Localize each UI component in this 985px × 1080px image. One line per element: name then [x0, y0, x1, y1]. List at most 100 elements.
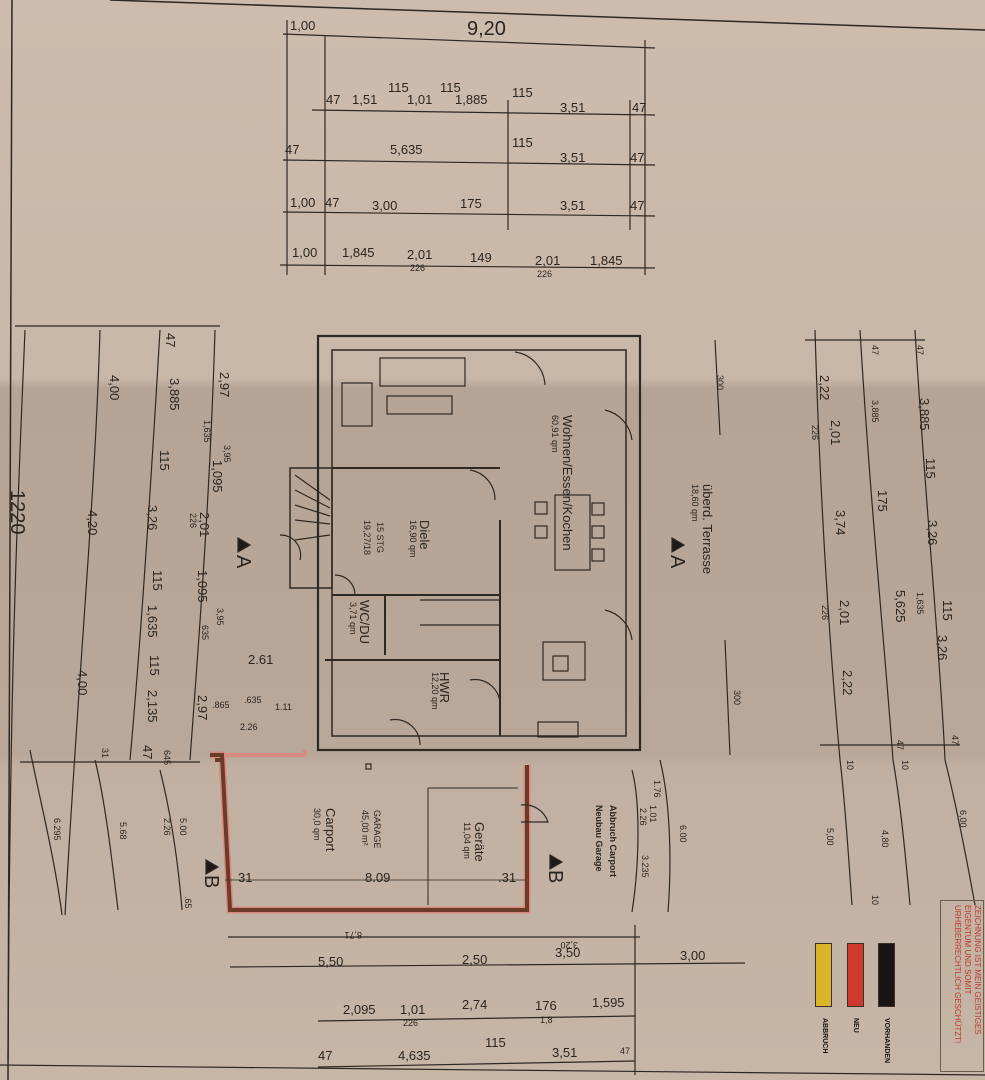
- dim-left-r3-7: 3,95: [215, 608, 225, 626]
- dim-right-r2-3: 5,625: [893, 590, 908, 623]
- room-label-terrasse: überd. Terrasse: [700, 484, 715, 575]
- dim-top-r2-1: 5,635: [390, 142, 423, 157]
- dim-right-r2-0: 47: [870, 345, 880, 356]
- dim-left-lower-3: 5.00: [178, 818, 188, 836]
- dim-right-r2-4: 47: [895, 740, 905, 751]
- dim-left-r2-7: 2,135: [145, 690, 160, 723]
- dim-bottom-r2-1: 1,01: [400, 1002, 426, 1017]
- dim-right-r1-1: 3,885: [917, 398, 932, 431]
- dim-right-r3-6: 2,22: [840, 670, 855, 696]
- dim-left-outer-1: 4,20: [85, 510, 100, 536]
- dim-top-r1-8: 47: [632, 100, 647, 115]
- dim-terrace-300-top: 300: [715, 375, 725, 391]
- dim-left-outer-0: 4,00: [107, 375, 122, 401]
- dim-garage-right-0: 1.76: [652, 780, 662, 798]
- dim-garage-right-2: 2.26: [638, 808, 648, 826]
- dim-left-r2-0: 47: [163, 333, 178, 348]
- dim-right-r1-3: 3,26: [925, 520, 940, 546]
- dim-left-r3-4: 2,01: [197, 512, 212, 538]
- room-area-wohnen: 60,91 qm: [550, 415, 560, 453]
- dim-bottom-r0-0: 8,71: [344, 930, 362, 940]
- section-a-left: A: [232, 555, 254, 569]
- dim-right-r3-1: 2,01: [828, 420, 843, 446]
- dim-right-r2-1: 3,885: [870, 400, 880, 423]
- dim-right-r3-8: 5,00: [825, 828, 835, 846]
- legend-label-neu: NEU: [852, 1018, 859, 1033]
- dim-garage-right-3: 3.235: [640, 855, 650, 878]
- dim-left-r2-6: 115: [147, 655, 162, 676]
- room-area-garage: 45,00 m²: [360, 810, 370, 846]
- section-b-left: B: [200, 875, 222, 889]
- dim-left-lower-2: 31: [100, 748, 110, 759]
- dim-top-r4-7: 1,845: [590, 253, 623, 268]
- dim-right-r1-7: 47: [950, 735, 960, 746]
- dim-bottom-r1-1: 2,50: [462, 952, 488, 967]
- dim-bottom-r2-5: 1,8: [540, 1015, 553, 1025]
- dim-garage-right-4: 6.00: [678, 825, 688, 843]
- dim-right-r3-0: 2,22: [817, 375, 832, 401]
- note-neubau-garage: Neubau Garage: [594, 805, 604, 872]
- dim-top-r2-0: 47: [285, 142, 300, 157]
- room-area-terrasse: 18,60 qm: [690, 484, 700, 522]
- dim-left-r2-1: 3,885: [167, 378, 182, 411]
- dim-left-r3-9: 2,97: [195, 695, 210, 721]
- dim-top-r4-4: 149: [470, 250, 492, 265]
- dim-bottom-r2-3: 2,74: [462, 997, 488, 1012]
- dim-left-r3-1: 1,635: [202, 420, 212, 443]
- dim-bottom-r2-0: 2,095: [343, 1002, 376, 1017]
- section-b-right: B: [544, 870, 566, 884]
- dim-interior-865: .865: [212, 700, 230, 710]
- room-area-carport: 30,0 qm: [312, 808, 322, 841]
- room-label-wc: WC/DU: [357, 600, 372, 645]
- dim-left-r3-3: 1,095: [210, 460, 225, 493]
- dim-right-r2-2: 175: [875, 490, 890, 512]
- dim-left-outer-2: 4,00: [75, 670, 90, 696]
- copyright-line-2: EIGENTUM UND SOMIT: [963, 905, 972, 995]
- dim-bottom-r3-2: 115: [485, 1035, 506, 1050]
- dim-right-r3-4: 2,01: [837, 600, 852, 626]
- dim-left-r2-4: 115: [150, 570, 165, 591]
- dim-garage-right-1: 1.01: [648, 805, 658, 823]
- dim-right-r1-4: 1,635: [915, 592, 925, 615]
- dim-interior-1-11: 1.11: [275, 702, 292, 712]
- dim-top-r1-2: 115: [388, 80, 409, 95]
- dim-interior-2-26: 2.26: [240, 722, 258, 732]
- dim-left-lower-6: .65: [183, 896, 193, 909]
- dim-right-r1-6: 3,26: [935, 635, 950, 661]
- dim-garage-31-right: .31: [498, 870, 517, 885]
- dim-left-lower-4: 2.26: [162, 818, 172, 836]
- dim-bottom-r3-1: 4,635: [398, 1048, 431, 1063]
- dim-top-r1-0: 47: [326, 92, 341, 107]
- dim-left-r2-8: 47: [140, 745, 155, 760]
- copyright-line-3: URHEBERRECHTLICH GESCHÜTZT!: [953, 905, 962, 1044]
- room-label-diele: Diele: [417, 520, 432, 550]
- dim-bottom-r3-4: 47: [620, 1046, 631, 1056]
- dim-right-r1-5: 115: [940, 600, 955, 621]
- dim-top-r1-7: 3,51: [560, 100, 586, 115]
- dim-top-r3-3: 175: [460, 196, 482, 211]
- dim-top-r1-6: 115: [512, 85, 533, 100]
- dim-left-r3-8: 635: [200, 625, 210, 641]
- dim-right-r3-5: 226: [820, 605, 830, 621]
- dim-right-r2-6: 4,80: [880, 830, 890, 848]
- room-area-hwr: 12,20 qm: [430, 672, 440, 710]
- dim-left-r3-6: 1,095: [195, 570, 210, 603]
- dim-bottom-r2-6: 1,595: [592, 995, 625, 1010]
- copyright-line-1: ZEICHNUNG IST MEIN GEISTIGES: [973, 905, 982, 1035]
- note-abbruch-carport: Abbruch Carport: [608, 805, 618, 877]
- dim-bottom-r1-3: 3,00: [680, 948, 706, 963]
- legend-swatch-neu: [847, 943, 864, 1007]
- room-label-wohnen: Wohnen/Essen/Kochen: [560, 415, 575, 551]
- dim-top-r4-6: 226: [537, 269, 553, 279]
- stair-rise-run: 19,27/18: [362, 520, 372, 556]
- dim-top-r1-5: 1,885: [455, 92, 488, 107]
- dim-top-r3-2: 3,00: [372, 198, 398, 213]
- dim-right-r1-2: 115: [923, 458, 938, 479]
- room-label-carport: Carport: [323, 808, 338, 852]
- dim-left-overall: 1220: [6, 490, 28, 535]
- stair-steps: 15 STG: [375, 522, 385, 554]
- dim-left-r3-5: 226: [188, 513, 198, 529]
- dim-left-lower-0: 6.295: [52, 818, 62, 841]
- dim-interior-2-61: 2.61: [248, 652, 274, 667]
